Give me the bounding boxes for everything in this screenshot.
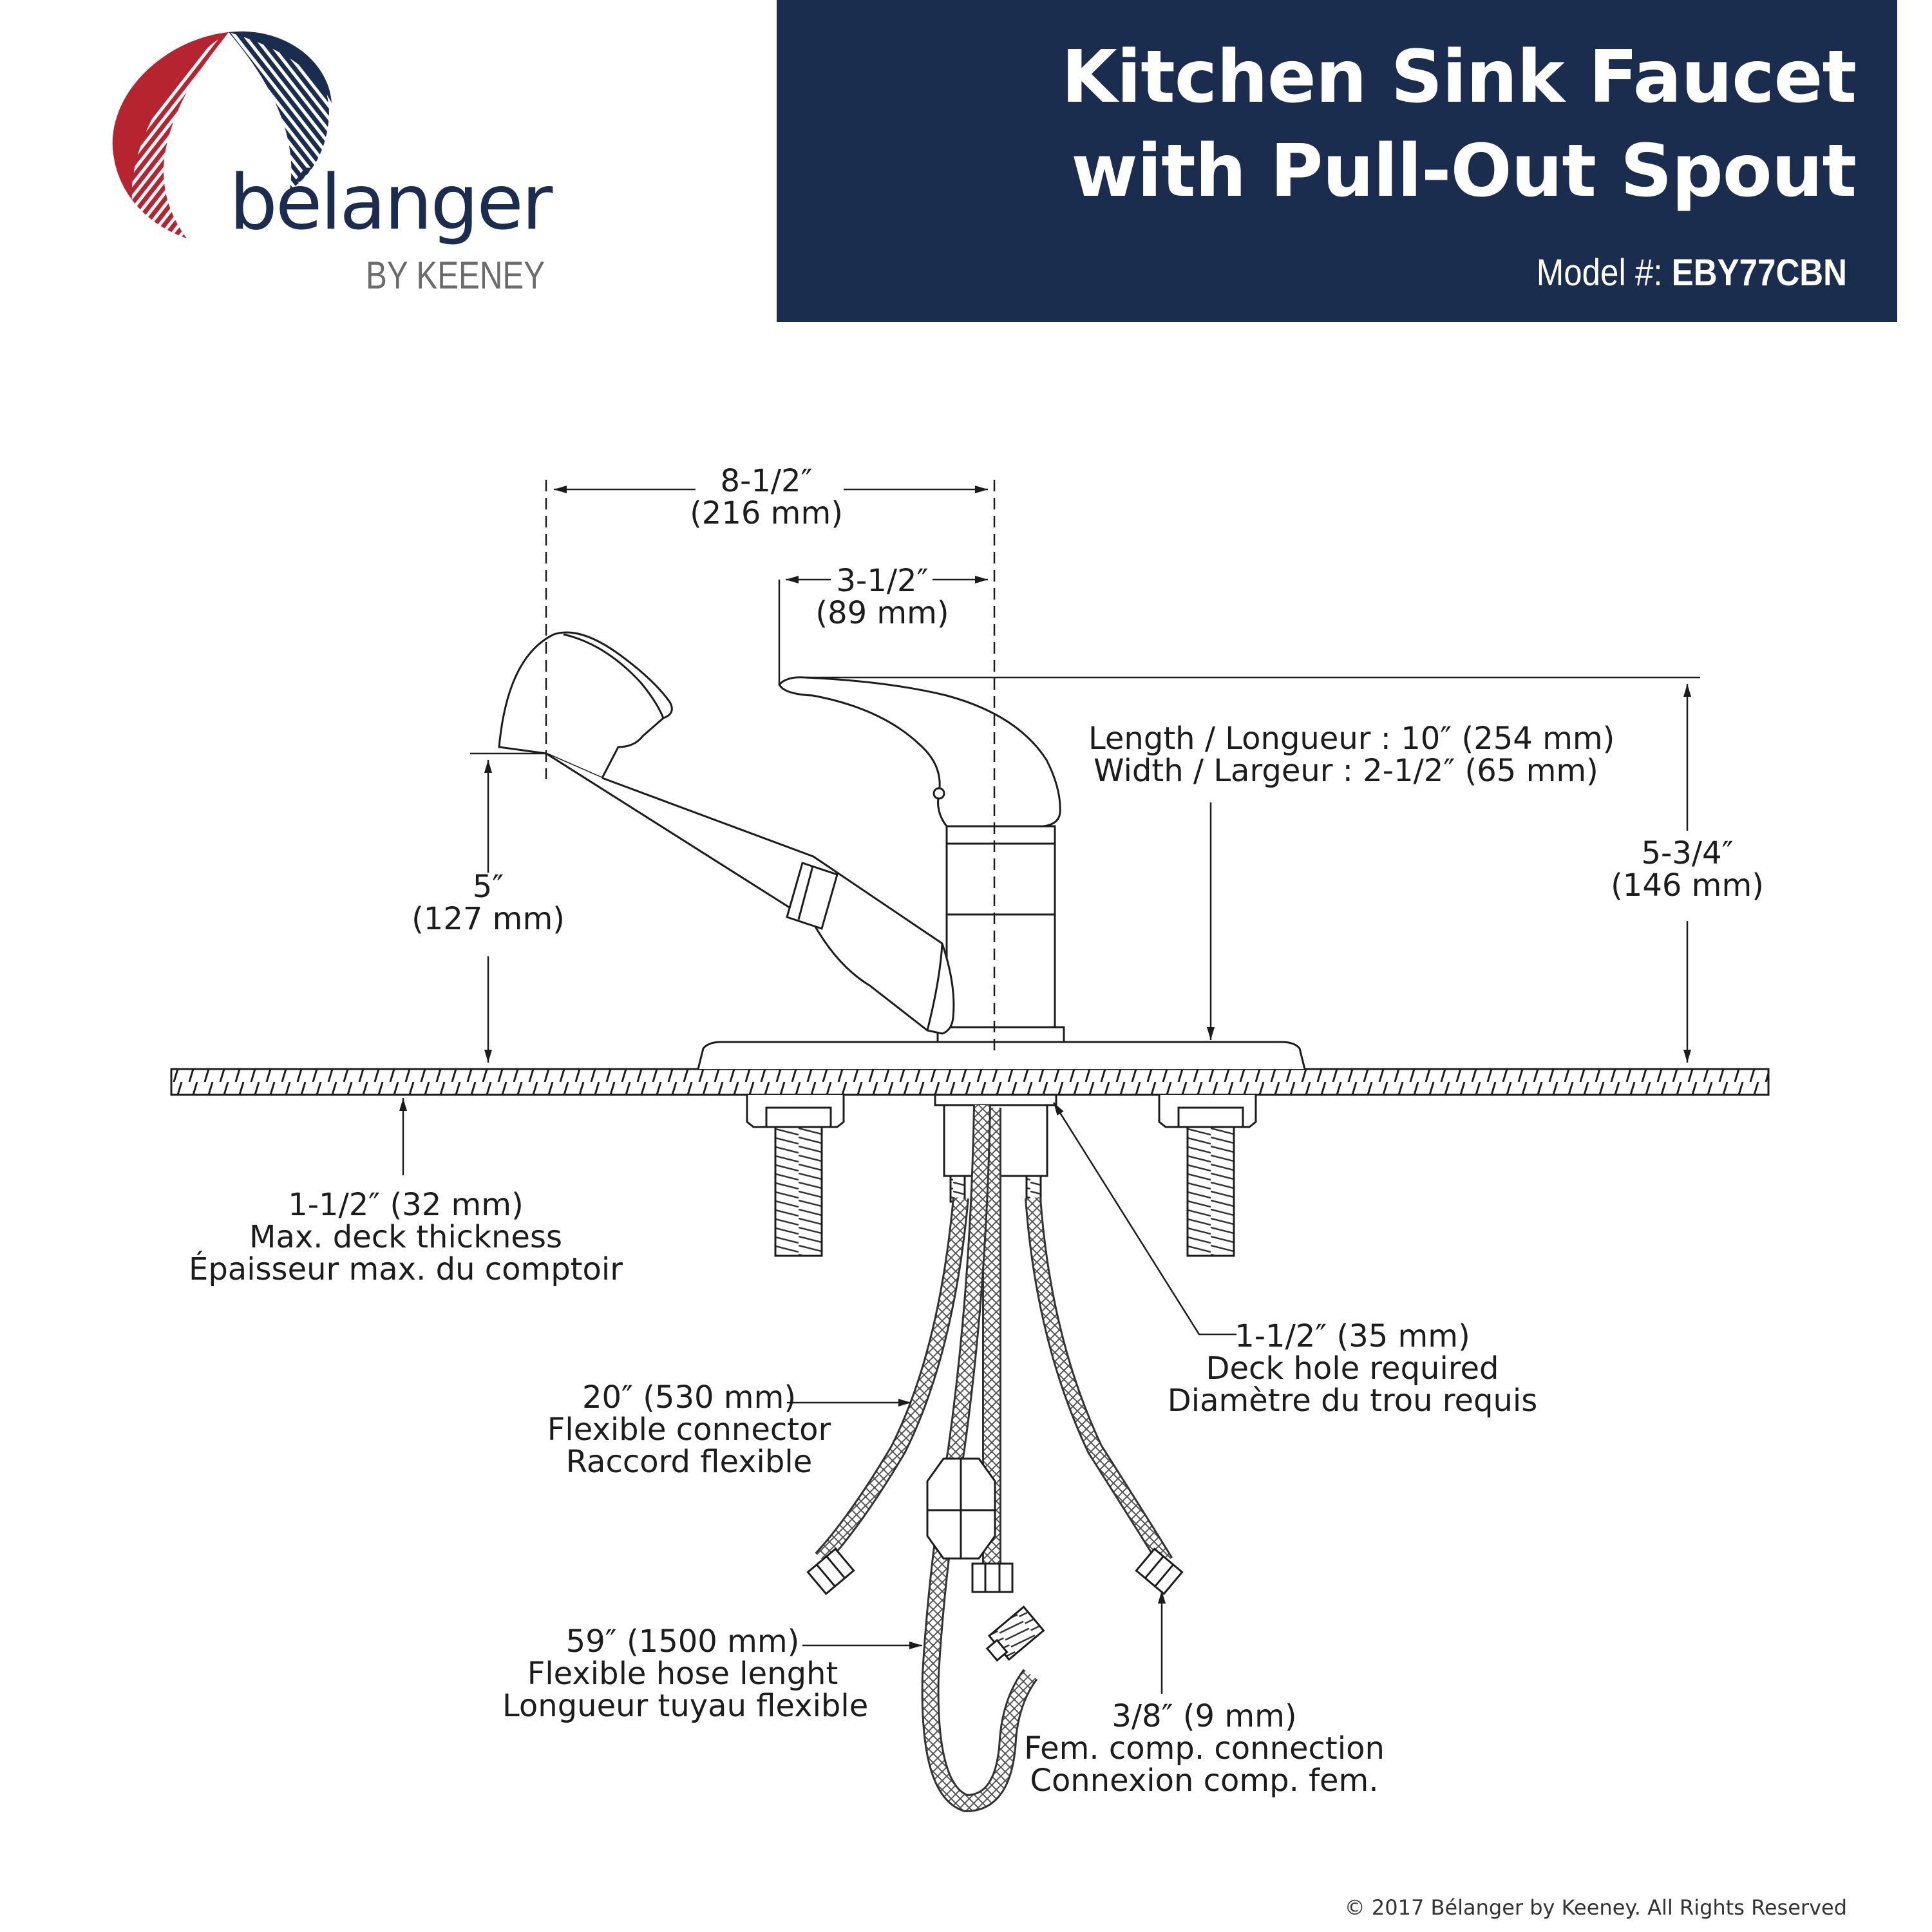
label-overall-reach-in: 8-1/2″ xyxy=(720,463,813,499)
leader-deck-hole xyxy=(1052,1102,1236,1336)
brand-name: bélanger xyxy=(229,158,553,247)
mounting-bolt-right xyxy=(1158,1095,1257,1257)
label-connection-value: 3/8″ (9 mm) xyxy=(1112,1698,1297,1734)
label-handle-reach-in: 3-1/2″ xyxy=(836,563,929,599)
pull-out-spray-head xyxy=(498,631,673,779)
label-base-plate: Length / Longueur : 10″ (254 mm) Width /… xyxy=(1088,721,1615,789)
label-overall-height: 5-3/4″ (146 mm) xyxy=(1604,837,1771,902)
countertop-deck xyxy=(170,1068,1770,1096)
label-compression-connection: 3/8″ (9 mm) Fem. comp. connection Connex… xyxy=(1005,1700,1404,1797)
compression-nut-right xyxy=(1135,1548,1184,1595)
label-flexible-hose-value: 59″ (1500 mm) xyxy=(565,1624,800,1660)
label-spout-height: 5″ (127 mm) xyxy=(411,871,565,935)
label-deck-thickness-value: 1-1/2″ (32 mm) xyxy=(288,1187,524,1223)
model-label: Model #: xyxy=(1536,252,1663,294)
page-title-line1: Kitchen Sink Faucet xyxy=(1061,35,1857,119)
label-flexible-hose-en: Flexible hose lenght xyxy=(527,1656,838,1692)
label-spout-height-in: 5″ xyxy=(472,869,504,905)
supply-connector-right xyxy=(1025,1197,1173,1566)
hose-fitting xyxy=(985,1605,1045,1662)
label-flexible-hose-fr: Longueur tuyau flexible xyxy=(502,1688,869,1724)
label-deck-hole-en: Deck hole required xyxy=(1206,1350,1499,1387)
base-plate xyxy=(697,1041,1306,1070)
label-overall-height-in: 5-3/4″ xyxy=(1641,835,1734,871)
label-flexible-connector-value: 20″ (530 mm) xyxy=(582,1379,797,1416)
label-handle-reach: 3-1/2″ (89 mm) xyxy=(811,565,953,629)
label-deck-hole-value: 1-1/2″ (35 mm) xyxy=(1235,1318,1470,1354)
label-base-plate-length: Length / Longueur : 10″ (254 mm) xyxy=(1088,721,1615,757)
label-spout-height-mm: (127 mm) xyxy=(412,901,565,937)
mounting-bolt-left xyxy=(746,1095,845,1257)
label-handle-reach-mm: (89 mm) xyxy=(815,595,949,631)
label-deck-thickness-en: Max. deck thickness xyxy=(249,1219,562,1255)
label-connection-fr: Connexion comp. fem. xyxy=(1030,1763,1379,1799)
label-base-plate-width: Width / Largeur : 2-1/2″ (65 mm) xyxy=(1094,753,1598,789)
label-deck-thickness-fr: Épaisseur max. du comptoir xyxy=(189,1251,623,1287)
compression-nut-left xyxy=(806,1548,855,1595)
label-flexible-connector: 20″ (530 mm) Flexible connector Raccord … xyxy=(522,1381,857,1478)
label-overall-reach: 8-1/2″ (216 mm) xyxy=(689,465,844,529)
brand-logo-mark xyxy=(112,31,332,238)
center-shank xyxy=(934,1094,1057,1106)
model-number: Model #: EBY77CBN xyxy=(1537,251,1847,294)
page-title-line2: with Pull-Out Spout xyxy=(1071,129,1857,213)
label-flexible-connector-fr: Raccord flexible xyxy=(565,1444,813,1480)
label-deck-hole: 1-1/2″ (35 mm) Deck hole required Diamèt… xyxy=(1159,1320,1546,1417)
copyright-notice: © 2017 Bélanger by Keeney. All Rights Re… xyxy=(1344,1895,1847,1920)
title-banner: Kitchen Sink Faucet with Pull-Out Spout … xyxy=(777,0,1897,322)
brand-subtitle: BY KEENEY xyxy=(366,254,545,297)
label-deck-hole-fr: Diamètre du trou requis xyxy=(1167,1383,1538,1419)
faucet-body xyxy=(945,825,1056,1028)
label-flexible-connector-en: Flexible connector xyxy=(547,1412,831,1448)
lever-handle xyxy=(778,676,1061,828)
label-overall-reach-mm: (216 mm) xyxy=(690,495,843,531)
compression-nut-center xyxy=(971,1562,1014,1593)
label-deck-thickness: 1-1/2″ (32 mm) Max. deck thickness Épais… xyxy=(174,1189,638,1285)
label-flexible-hose: 59″ (1500 mm) Flexible hose lenght Longu… xyxy=(502,1624,869,1724)
model-value: EBY77CBN xyxy=(1671,252,1847,294)
label-overall-height-mm: (146 mm) xyxy=(1611,867,1764,904)
label-connection-en: Fem. comp. connection xyxy=(1024,1730,1385,1766)
